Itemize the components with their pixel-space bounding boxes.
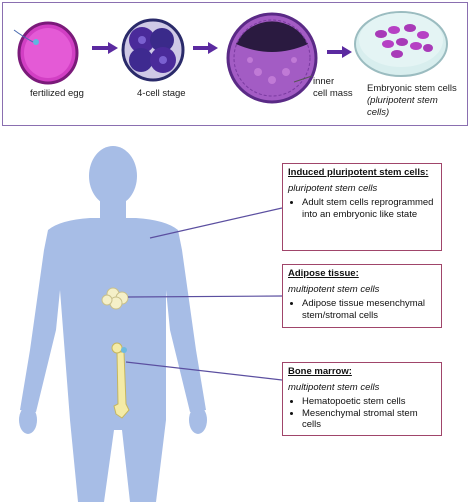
adipose-tissue-icon <box>101 287 129 310</box>
ipsc-subtitle: pluripotent stem cells <box>288 182 378 194</box>
label-inner-cell-mass-2: cell mass <box>313 88 353 99</box>
arrow-icon <box>327 46 352 58</box>
ipsc-title: Induced pluripotent stem cells: <box>288 167 429 178</box>
marrow-title: Bone marrow: <box>288 366 352 377</box>
four-cell-embryo-icon <box>121 18 185 82</box>
adipose-title: Adipose tissue: <box>288 268 359 279</box>
adipose-info-box: Adipose tissue: multipotent stem cells A… <box>282 264 442 328</box>
connector-line <box>127 295 283 298</box>
label-fertilized-egg: fertilized egg <box>30 88 84 99</box>
marrow-bullet: Hematopoetic stem cells <box>302 396 436 408</box>
connector-line <box>125 361 283 381</box>
ipsc-bullets: Adult stem cells reprogrammed into an em… <box>288 197 436 220</box>
label-pluripotent-1: (pluripotent stem <box>367 95 438 106</box>
ipsc-info-box: Induced pluripotent stem cells: pluripot… <box>282 163 442 251</box>
ipsc-bullet: Adult stem cells reprogrammed into an em… <box>302 197 436 220</box>
blastocyst-icon <box>226 12 318 104</box>
label-inner-cell-mass-1: inner <box>313 76 335 87</box>
marrow-subtitle: multipotent stem cells <box>288 381 380 393</box>
arrow-icon <box>92 42 118 54</box>
petri-dish-icon <box>354 11 448 77</box>
label-embryonic-stem-cells: Embryonic stem cells <box>367 83 457 94</box>
connector-line <box>149 207 283 239</box>
marrow-bullet: Mesenchymal stromal stem cells <box>302 408 436 431</box>
fertilized-egg-icon <box>13 21 79 85</box>
marrow-bullets: Hematopoetic stem cells Mesenchymal stro… <box>288 396 436 431</box>
arrow-icon <box>193 42 218 54</box>
adipose-subtitle: multipotent stem cells <box>288 283 380 295</box>
adipose-bullet: Adipose tissue mesenchymal stem/stromal … <box>302 298 436 321</box>
human-body-silhouette <box>19 146 207 502</box>
embryo-development-panel <box>2 2 468 126</box>
marrow-info-box: Bone marrow: multipotent stem cells Hema… <box>282 362 442 436</box>
label-pluripotent-2: cells) <box>367 107 390 118</box>
adipose-bullets: Adipose tissue mesenchymal stem/stromal … <box>288 298 436 321</box>
label-four-cell-stage: 4-cell stage <box>137 88 186 99</box>
femur-bone-icon <box>111 342 130 419</box>
